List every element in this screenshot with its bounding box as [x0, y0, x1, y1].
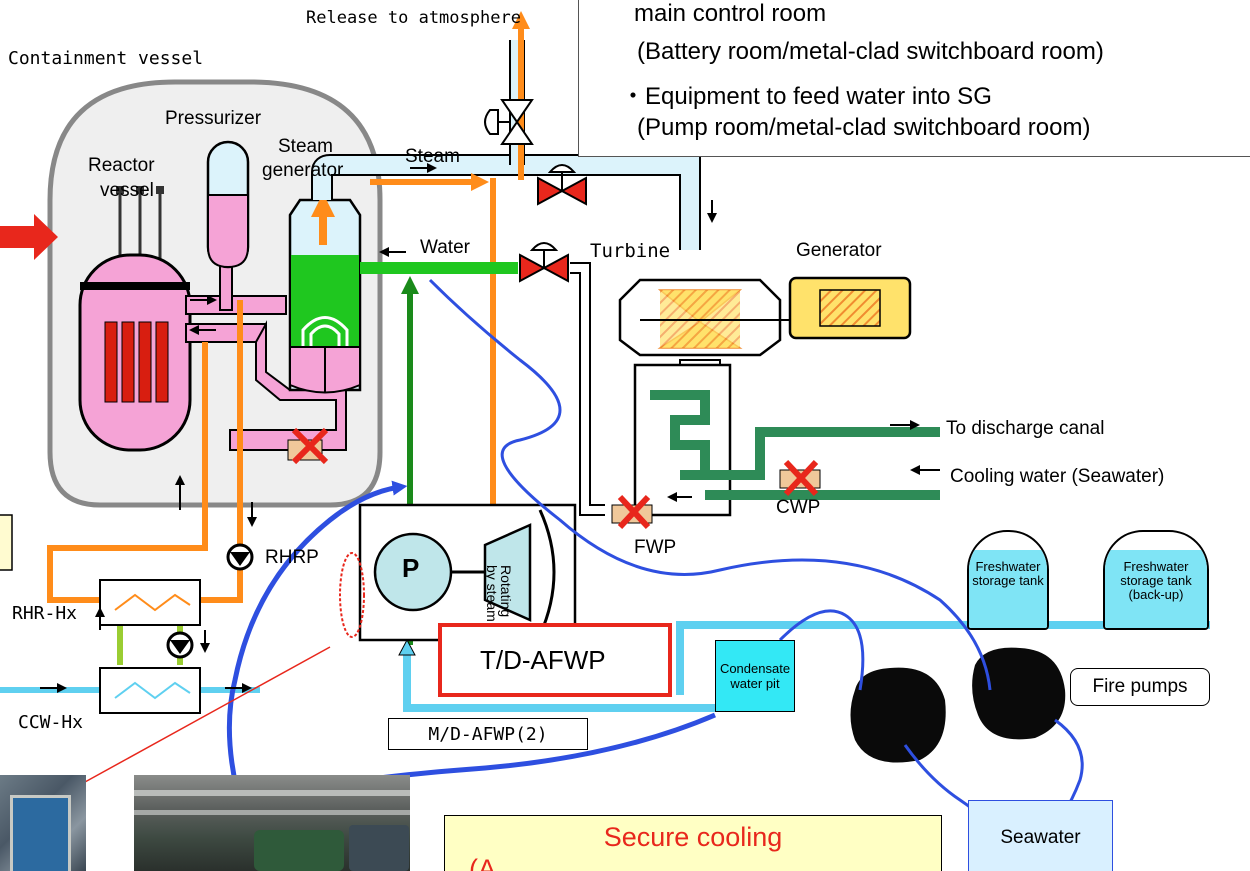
info-line-4: (Pump room/metal-clad switchboard room) — [637, 114, 1091, 141]
freshwater-tank-label: Freshwater storage tank — [972, 559, 1044, 588]
water-label: Water — [420, 237, 470, 258]
pressurizer-label: Pressurizer — [165, 108, 262, 129]
pressurizer — [206, 140, 250, 269]
equipment-photo-2 — [134, 775, 410, 871]
rhr-hx-label: RHR-Hx — [12, 603, 78, 624]
inlet-arrow — [0, 214, 58, 260]
ccw-hx — [99, 667, 201, 714]
turbine — [618, 278, 800, 357]
steam-label: Steam — [405, 146, 460, 167]
steam-valve-icon — [537, 164, 587, 206]
reactor-label-2: vessel — [100, 180, 154, 201]
fwp-label: FWP — [634, 537, 677, 558]
cwp-label: CWP — [776, 497, 821, 518]
rhr-pump-icon — [226, 543, 254, 571]
release-label: Release to atmosphere — [306, 8, 521, 28]
secure-cooling-box: Secure cooling (A... — [444, 815, 942, 871]
reactor-label-1: Reactor — [88, 155, 155, 176]
steam-generator-label-2: generator — [262, 160, 344, 181]
pump-p-label: P — [402, 553, 420, 583]
condensate-pit: Condensate water pit — [715, 640, 795, 712]
containment-label: Containment vessel — [8, 48, 204, 69]
equipment-photo-1 — [0, 775, 86, 871]
afwp-housing — [339, 503, 577, 642]
water-valve-icon — [519, 242, 569, 283]
by-steam-label: by steam — [484, 565, 500, 622]
td-afwp-box — [438, 623, 672, 697]
callout-line — [84, 646, 331, 783]
rotating-label: Rotating — [498, 565, 514, 618]
discharge-label: To discharge canal — [946, 418, 1105, 439]
ccw-pump-icon — [166, 631, 194, 659]
rhrp-label: RHRP — [265, 547, 319, 568]
info-line-3: ・Equipment to feed water into SG — [621, 83, 992, 110]
fire-pump-blob — [850, 647, 1066, 763]
secure-cooling-subtitle: (A... — [469, 854, 519, 871]
ccw-hx-label: CCW-Hx — [18, 712, 84, 733]
rhr-hx — [99, 579, 201, 626]
steam-generator — [288, 193, 362, 394]
seawater-box: Seawater — [968, 800, 1113, 871]
info-line-1: main control room — [634, 0, 827, 27]
cond-inlet-arrow — [398, 638, 416, 656]
freshwater-tank: Freshwater storage tank — [967, 530, 1049, 630]
equipment-info-box: main control room (Battery room/metal-cl… — [578, 0, 1250, 157]
freshwater-tank-backup-label: Freshwater storage tank (back-up) — [1120, 559, 1192, 602]
turbine-label: Turbine — [590, 240, 671, 262]
flow-arrow-icon — [40, 163, 717, 693]
generator-label: Generator — [796, 240, 882, 261]
md-afwp-box: M/D-AFWP(2) — [388, 718, 588, 750]
valve-icon — [484, 99, 534, 145]
stop-cross-icon — [287, 427, 821, 530]
condenser — [633, 359, 940, 517]
td-afwp-label: T/D-AFWP — [480, 645, 606, 675]
steam-generator-label-1: Steam — [278, 136, 333, 157]
fire-pumps-box: Fire pumps — [1070, 668, 1210, 706]
info-line-2: (Battery room/metal-clad switchboard roo… — [637, 38, 1104, 65]
primary-loop — [185, 249, 347, 451]
generator — [788, 276, 912, 340]
left-edge-box — [0, 514, 13, 571]
reactor-vessel — [78, 186, 192, 452]
secure-cooling-title: Secure cooling — [603, 822, 783, 852]
cooling-water-label: Cooling water (Seawater) — [950, 466, 1165, 487]
rhr-loop — [47, 300, 243, 603]
freshwater-tank-backup: Freshwater storage tank (back-up) — [1103, 530, 1209, 630]
